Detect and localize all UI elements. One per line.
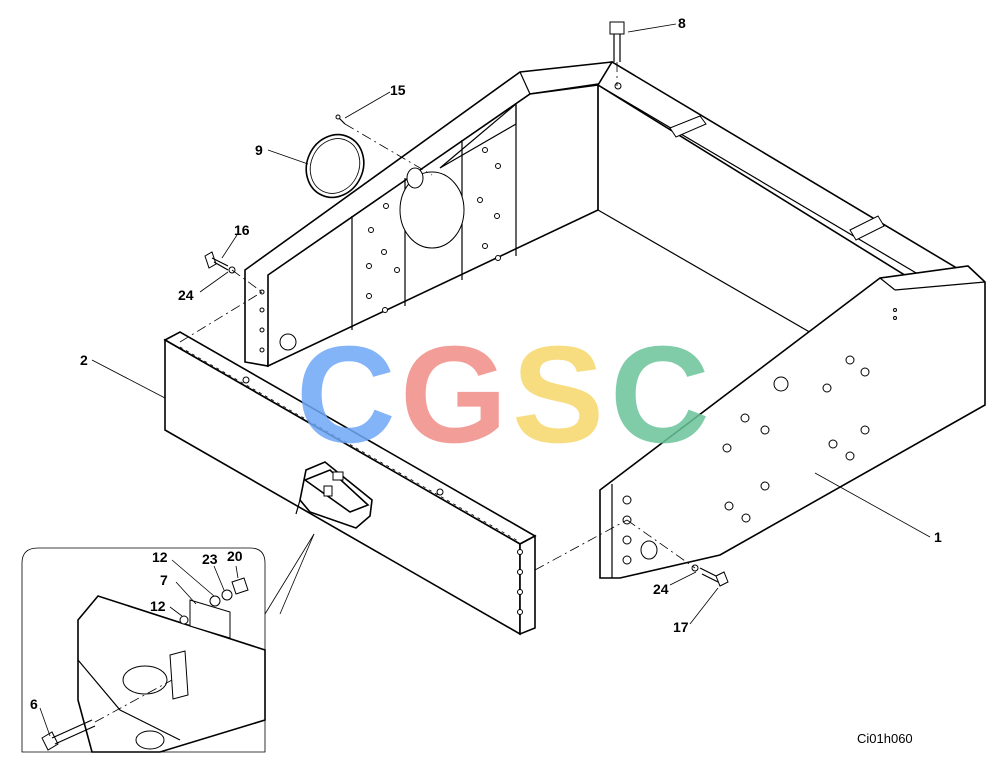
watermark-letter-c1: C [296,318,396,472]
detail-inset [21,547,266,753]
callout-17: 17 [673,619,689,635]
rear-cross-member [596,60,962,302]
rear-side-plate [244,61,613,368]
callout-24-bottom: 24 [653,581,669,597]
callout-6: 6 [30,696,38,712]
watermark-letter-c2: C [610,318,710,472]
cover-disk [305,133,365,199]
callout-20: 20 [227,548,243,564]
callout-1: 1 [934,529,942,545]
screw-15 [335,114,346,125]
callout-12-mid: 12 [150,598,166,614]
bolt-16 [204,251,236,274]
callout-8: 8 [678,15,686,31]
leader-lines [91,23,931,625]
callout-23: 23 [202,551,218,567]
bolt-17 [691,564,729,587]
watermark-letter-g: G [400,318,508,472]
callout-12-top: 12 [152,549,168,565]
tow-hitch [295,461,373,529]
callout-2: 2 [80,352,88,368]
callout-24-top: 24 [178,287,194,303]
callout-9: 9 [255,142,263,158]
callout-7: 7 [160,572,168,588]
watermark-letter-s: S [512,318,605,472]
drawing-id: Ci01h060 [857,731,913,746]
bolt-8 [609,21,625,62]
callout-16: 16 [234,222,250,238]
callout-15: 15 [390,82,406,98]
front-side-plate [599,265,986,579]
